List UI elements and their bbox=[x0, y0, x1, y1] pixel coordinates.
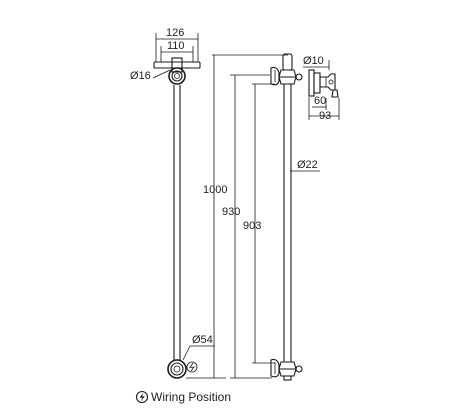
dim-o22-label: Ø22 bbox=[297, 159, 318, 171]
dim-o16-label: Ø16 bbox=[130, 70, 151, 82]
dimension-mount-center: 110 bbox=[160, 40, 194, 62]
bottom-fitting bbox=[167, 359, 187, 379]
detail-view: Ø10 60 93 bbox=[303, 55, 340, 122]
dim-110-label: 110 bbox=[167, 40, 185, 52]
dim-126-label: 126 bbox=[166, 27, 184, 39]
dim-930-label: 930 bbox=[222, 206, 240, 218]
front-view: 126 110 Ø16 bbox=[130, 27, 215, 379]
dim-60-label: 60 bbox=[314, 95, 326, 107]
dim-o10-label: Ø10 bbox=[303, 55, 324, 67]
wiring-legend: Wiring Position bbox=[135, 390, 231, 404]
dim-o54-label: Ø54 bbox=[192, 334, 213, 346]
dimension-base-diameter: Ø54 bbox=[182, 334, 215, 361]
wiring-position-marker bbox=[186, 361, 198, 373]
dimension-end-diameter: Ø16 bbox=[130, 69, 171, 82]
side-view: Ø22 bbox=[270, 53, 320, 381]
front-bar bbox=[173, 85, 181, 360]
dim-903-label: 903 bbox=[243, 220, 261, 232]
dim-1000-label: 1000 bbox=[203, 184, 227, 196]
top-fitting bbox=[168, 67, 186, 85]
lightning-bolt-circle-icon bbox=[135, 390, 149, 404]
wiring-position-label: Wiring Position bbox=[151, 390, 231, 404]
dimension-bar-length: 903 bbox=[243, 83, 275, 364]
dimension-overall-height: 1000 bbox=[186, 54, 288, 379]
dimension-mount-width: 126 bbox=[155, 27, 199, 62]
dimension-post-height: 930 bbox=[222, 74, 272, 379]
